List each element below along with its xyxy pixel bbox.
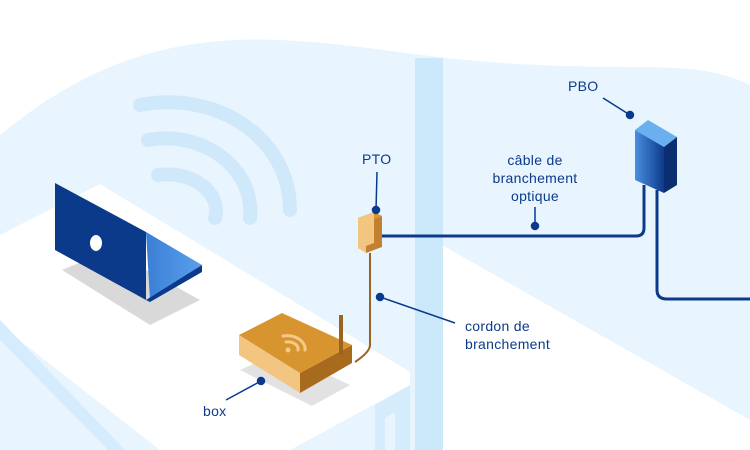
table-leg xyxy=(375,385,410,450)
label-line: branchement xyxy=(492,170,578,186)
pbo-label: PBO xyxy=(568,78,599,94)
label-line: optique xyxy=(510,188,560,204)
box-label: box xyxy=(203,403,227,419)
optical-cable-label: câble de branchement optique xyxy=(475,151,595,205)
optical-cable xyxy=(382,185,646,238)
router-box-icon xyxy=(239,313,352,406)
label-line: câble de xyxy=(507,152,563,168)
label-leaders xyxy=(225,97,635,401)
pto-label: PTO xyxy=(362,151,392,167)
laptop-icon xyxy=(55,183,202,325)
connection-cord xyxy=(354,253,371,363)
wifi-signal-icon xyxy=(133,95,297,225)
cord-label: cordon de branchement xyxy=(465,317,550,353)
label-line: branchement xyxy=(465,336,551,352)
floor xyxy=(442,245,750,450)
pto-outlet-icon xyxy=(358,212,382,253)
label-line: cordon de xyxy=(465,318,530,334)
pbo-box-icon xyxy=(635,120,677,193)
table-leg xyxy=(0,320,125,450)
pillar xyxy=(415,58,443,450)
network-cable xyxy=(655,190,750,301)
